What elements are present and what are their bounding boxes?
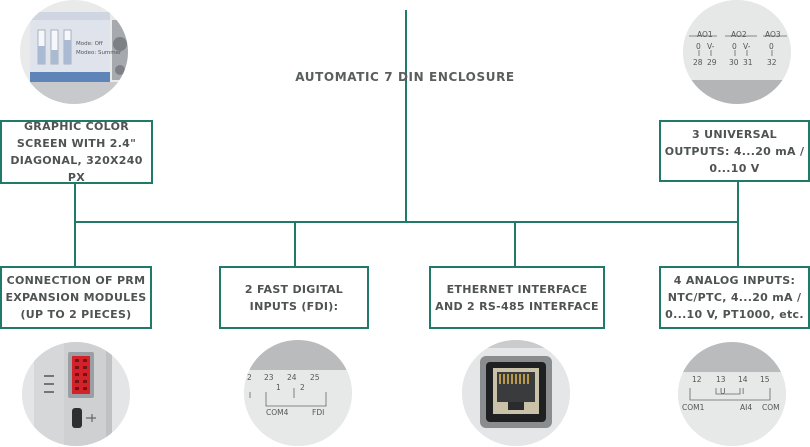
trunk-line	[405, 10, 407, 222]
outputs-signal-0: 0	[696, 42, 701, 51]
box-ethernet: ETHERNET INTERFACE AND 2 RS-485 INTERFAC…	[429, 266, 605, 329]
outputs-terminal-30: 30	[729, 58, 739, 67]
outputs-terminal-29: 29	[707, 58, 717, 67]
box-prm-text: CONNECTION OF PRM EXPANSION MODULES (UP …	[5, 274, 147, 321]
outputs-terminal-32: 32	[767, 58, 777, 67]
outputs-group-ao3: AO3	[765, 30, 781, 39]
box-outputs-text: 3 UNIVERSAL OUTPUTS: 4...20 mA / 0...10 …	[664, 127, 805, 175]
photo-outputs: AO1 AO2 AO3 0 V- 0 V- 0 28 29 30 31 32	[683, 0, 791, 104]
screen-illustration	[20, 12, 128, 104]
analog-sub-u: U	[720, 387, 726, 396]
outputs-signal-3: V-	[743, 42, 751, 51]
fdi-connector	[294, 222, 296, 266]
box-analog-text: 4 ANALOG INPUTS: NTC/PTC, 4...20 mA / 0.…	[665, 274, 804, 321]
box-outputs: 3 UNIVERSAL OUTPUTS: 4...20 mA / 0...10 …	[659, 120, 810, 182]
photo-screen: Mode: Off Modeo: Summer	[20, 0, 128, 104]
photo-analog: 12 13 14 15 U I COM1 AI4 COM	[678, 342, 786, 446]
outputs-terminal-illustration	[683, 0, 791, 104]
screen-label-mode: Mode: Off	[76, 41, 103, 47]
box-screen-text: GRAPHIC COLOR SCREEN WITH 2.4" DIAGONAL,…	[10, 120, 143, 184]
fdi-label-fdi: FDI	[312, 408, 325, 417]
outputs-group-ao2: AO2	[731, 30, 747, 39]
outputs-terminal-28: 28	[693, 58, 703, 67]
prm-connector-illustration	[22, 342, 130, 446]
outputs-signal-2: 0	[732, 42, 737, 51]
outputs-signal-4: 0	[769, 42, 774, 51]
analog-terminal-13: 13	[716, 375, 726, 384]
fdi-terminal-24: 24	[287, 373, 297, 382]
box-fdi: 2 FAST DIGITAL INPUTS (FDI):	[219, 266, 369, 329]
outputs-terminal-31: 31	[743, 58, 753, 67]
fdi-sub-2: 2	[300, 383, 305, 392]
photo-ethernet	[462, 340, 570, 446]
ethernet-port-illustration	[462, 340, 570, 446]
analog-sub-i: I	[742, 387, 745, 396]
fdi-sub-1: 1	[276, 383, 281, 392]
analog-terminal-12: 12	[692, 375, 702, 384]
box-screen: GRAPHIC COLOR SCREEN WITH 2.4" DIAGONAL,…	[0, 120, 153, 184]
analog-label-com1: COM1	[682, 403, 705, 412]
analog-label-ai4: AI4	[740, 403, 753, 412]
box-prm: CONNECTION OF PRM EXPANSION MODULES (UP …	[0, 266, 152, 329]
fdi-terminal-25: 25	[310, 373, 320, 382]
outputs-group-ao1: AO1	[697, 30, 713, 39]
screen-connector	[74, 184, 76, 268]
bus-line	[74, 221, 739, 223]
outputs-signal-1: V-	[707, 42, 715, 51]
page-title: AUTOMATIC 7 DIN ENCLOSURE	[295, 70, 515, 84]
photo-fdi: 2 23 24 25 1 2 COM4 FDI	[244, 340, 352, 446]
analog-terminal-14: 14	[738, 375, 748, 384]
analog-terminal-15: 15	[760, 375, 770, 384]
ethernet-connector	[514, 222, 516, 266]
box-fdi-text: 2 FAST DIGITAL INPUTS (FDI):	[244, 282, 344, 313]
analog-label-com: COM	[762, 403, 780, 412]
fdi-label-com4: COM4	[266, 408, 289, 417]
screen-label-modeo: Modeo: Summer	[76, 50, 122, 56]
outputs-connector	[737, 182, 739, 268]
box-analog: 4 ANALOG INPUTS: NTC/PTC, 4...20 mA / 0.…	[659, 266, 810, 329]
analog-terminal-illustration	[678, 342, 786, 446]
fdi-terminal-2: 2	[247, 373, 252, 382]
photo-prm	[22, 342, 130, 446]
box-ethernet-text: ETHERNET INTERFACE AND 2 RS-485 INTERFAC…	[435, 282, 599, 313]
fdi-terminal-23: 23	[264, 373, 274, 382]
fdi-terminal-illustration	[244, 340, 352, 446]
